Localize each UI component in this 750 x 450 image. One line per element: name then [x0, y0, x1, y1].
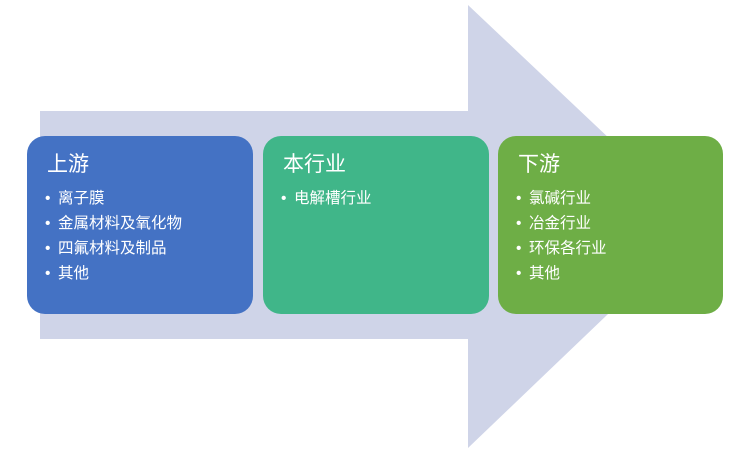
stage-title-industry: 本行业 — [283, 153, 346, 176]
stage-title-downstream: 下游 — [518, 153, 560, 176]
list-item: 冶金行业 — [516, 211, 707, 236]
list-item: 电解槽行业 — [281, 186, 473, 211]
stage-title-upstream: 上游 — [47, 153, 89, 176]
list-item: 四氟材料及制品 — [45, 236, 237, 261]
stage-box-industry[interactable]: 本行业 电解槽行业 — [263, 136, 489, 314]
list-item: 其他 — [516, 261, 707, 286]
list-item: 离子膜 — [45, 186, 237, 211]
list-item: 氯碱行业 — [516, 186, 707, 211]
stage-items-downstream: 氯碱行业 冶金行业 环保各行业 其他 — [516, 186, 707, 286]
list-item: 其他 — [45, 261, 237, 286]
stage-items-industry: 电解槽行业 — [281, 186, 473, 211]
list-item: 环保各行业 — [516, 236, 707, 261]
stage-box-downstream[interactable]: 下游 氯碱行业 冶金行业 环保各行业 其他 — [498, 136, 723, 314]
stage-box-upstream[interactable]: 上游 离子膜 金属材料及氧化物 四氟材料及制品 其他 — [27, 136, 253, 314]
list-item: 金属材料及氧化物 — [45, 211, 237, 236]
stage-items-upstream: 离子膜 金属材料及氧化物 四氟材料及制品 其他 — [45, 186, 237, 286]
